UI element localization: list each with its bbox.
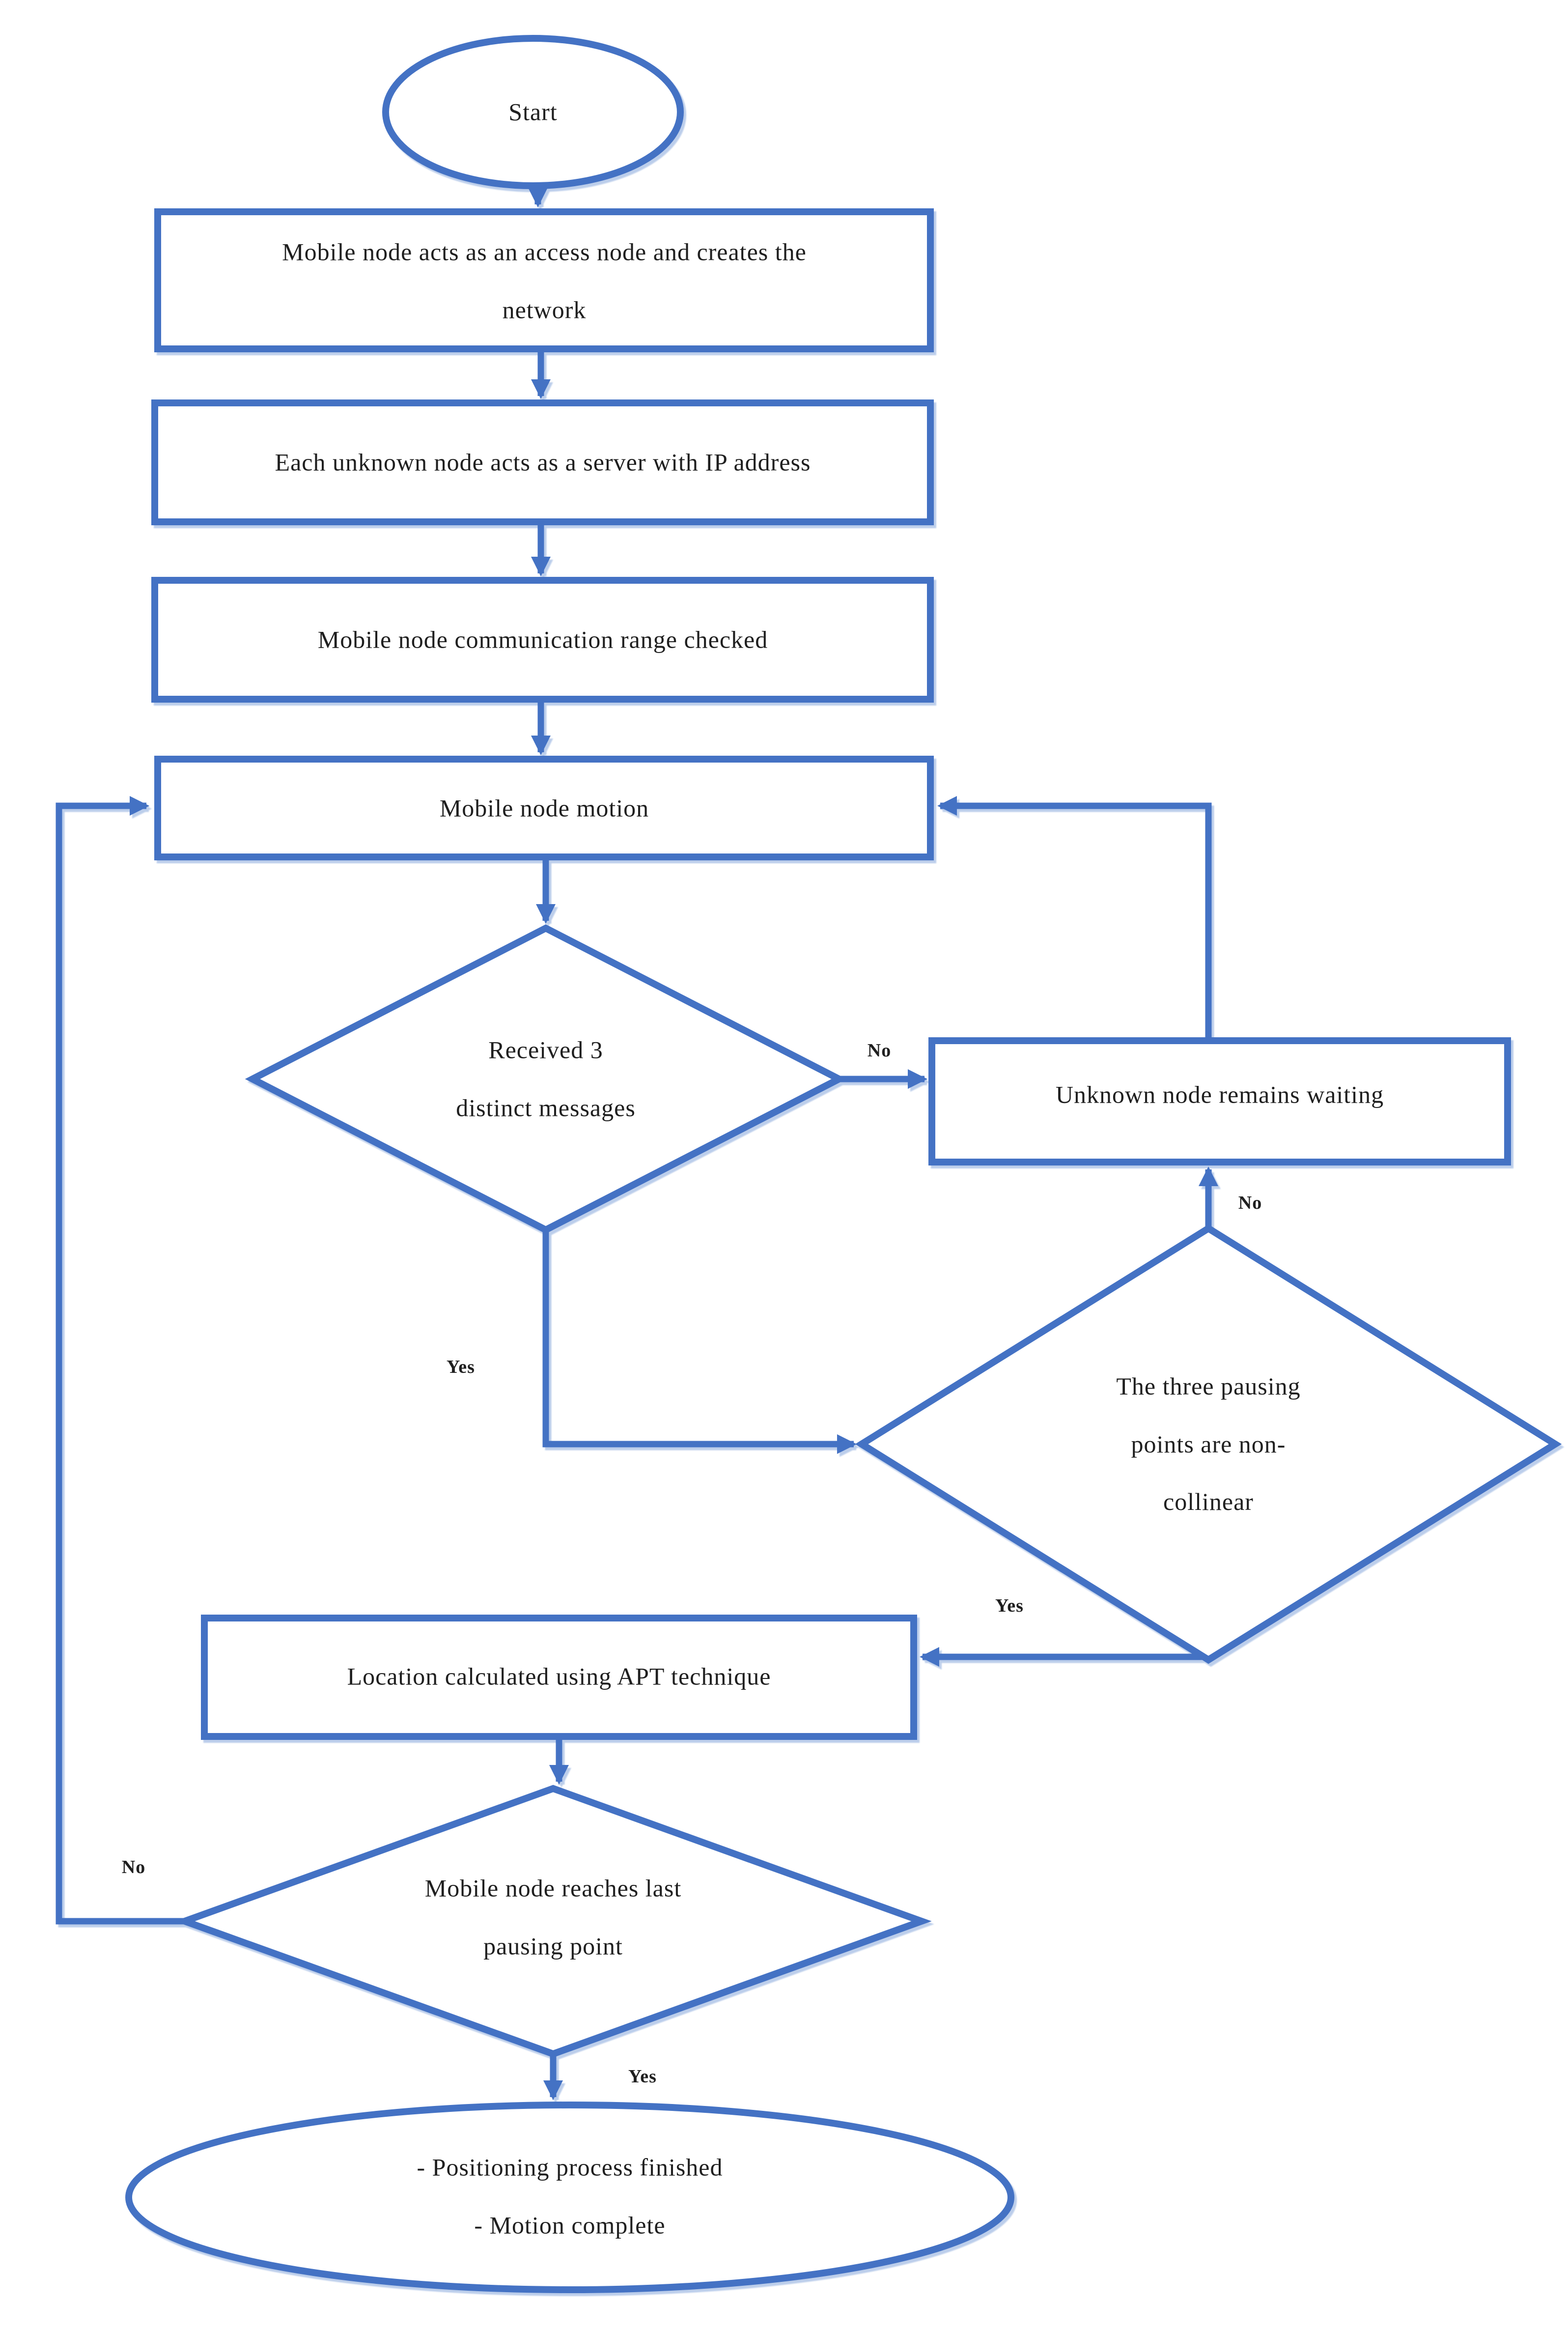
apt-location-label: Location calculated using APT technique <box>347 1662 771 1690</box>
remains-waiting-process-shape <box>928 1037 1511 1166</box>
start-terminator-shape <box>382 35 684 189</box>
reaches-no-edge-label: No <box>121 1857 146 1877</box>
edge-reaches-no-to-node-motion <box>56 796 185 1925</box>
received-no-edge-label: No <box>867 1040 892 1061</box>
unknown-server-process-shape <box>151 399 934 525</box>
edge-received-yes-to-noncollinear <box>542 1231 857 1454</box>
noncollinear-decision-shape <box>855 1224 1562 1664</box>
noncollinear-no-edge-label: No <box>1238 1193 1262 1213</box>
create-network-process-shape <box>154 208 934 352</box>
edge-waiting-to-node-motion <box>937 796 1212 1040</box>
finished-label: - Positioning process finished - Motion … <box>417 2153 723 2239</box>
received-yes-edge-label: Yes <box>447 1357 475 1377</box>
create-network-label: Mobile node acts as an access node and c… <box>282 238 807 324</box>
received-decision-label: Received 3 distinct messages <box>456 1036 636 1122</box>
node-motion-label: Mobile node motion <box>439 794 649 822</box>
noncollinear-yes-edge-label: Yes <box>995 1595 1024 1616</box>
remains-waiting-label: Unknown node remains waiting <box>1055 1080 1384 1109</box>
finished-terminator-shape <box>125 2102 1014 2293</box>
range-checked-label: Mobile node communication range checked <box>317 625 768 654</box>
reaches-decision-shape <box>174 1785 932 2058</box>
reaches-decision-label: Mobile node reaches last pausing point <box>424 1874 682 1960</box>
range-checked-process-shape <box>151 577 934 703</box>
received-decision-shape <box>245 924 847 1234</box>
apt-location-process-shape <box>201 1615 917 1740</box>
node-motion-process-shape <box>154 756 934 860</box>
unknown-server-label: Each unknown node acts as a server with … <box>275 448 811 476</box>
reaches-yes-edge-label: Yes <box>628 2066 657 2087</box>
noncollinear-decision-label: The three pausing points are non- collin… <box>1116 1372 1301 1515</box>
start-label: Start <box>508 98 558 126</box>
